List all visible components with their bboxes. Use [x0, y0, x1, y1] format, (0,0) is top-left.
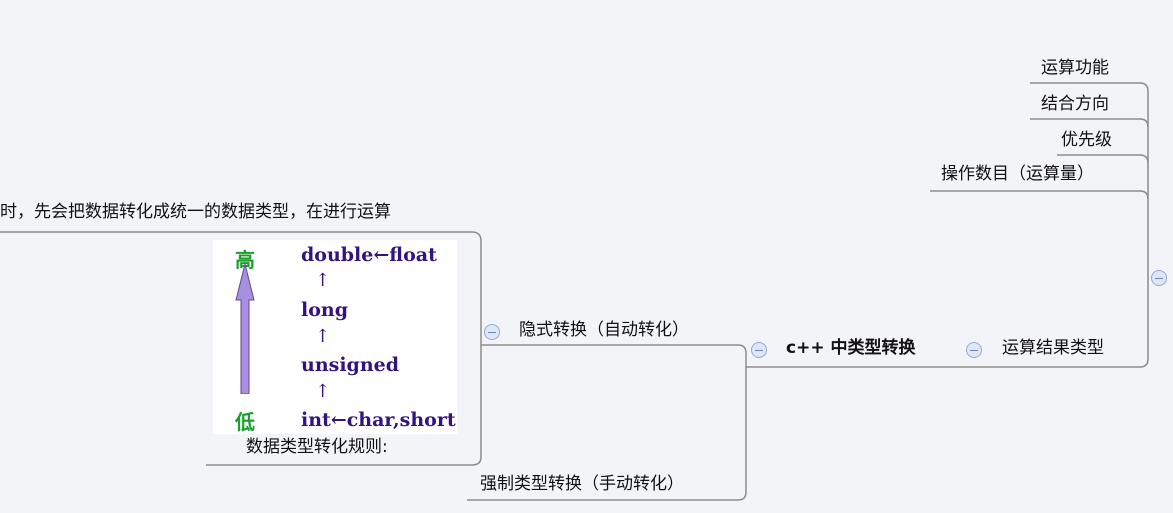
- node-implicit[interactable]: 隐式转换（自动转化）: [519, 320, 689, 340]
- node-assoc[interactable]: 结合方向: [1041, 94, 1109, 114]
- node-center[interactable]: c++ 中类型转换: [786, 338, 916, 358]
- node-result-type[interactable]: 运算结果类型: [1002, 338, 1104, 358]
- rule-line-double: double←float: [301, 244, 437, 266]
- rule-arrow-2: ↑: [315, 326, 331, 347]
- collapse-result-type-button[interactable]: [966, 342, 982, 358]
- collapse-implicit-button[interactable]: [484, 324, 500, 340]
- node-func[interactable]: 运算功能: [1041, 58, 1109, 78]
- up-arrow-icon: [235, 264, 255, 394]
- node-operands[interactable]: 操作数目（运算量）: [941, 164, 1094, 184]
- rule-arrow-3: ↑: [315, 381, 331, 402]
- rule-line-int: int←char,short: [301, 409, 456, 431]
- collapse-right-button[interactable]: [1151, 270, 1167, 286]
- type-conversion-rule-image: 高 低 double←float ↑ long ↑ unsigned ↑ int…: [213, 240, 457, 434]
- rule-line-unsigned: unsigned: [301, 354, 400, 376]
- collapse-center-button[interactable]: [751, 342, 767, 358]
- node-explicit[interactable]: 强制类型转换（手动转化）: [480, 474, 684, 494]
- implicit-note[interactable]: 时，先会把数据转化成统一的数据类型，在进行运算: [0, 202, 391, 222]
- rule-line-long: long: [301, 299, 348, 321]
- high-label: 高: [235, 248, 255, 272]
- rule-caption[interactable]: 数据类型转化规则:: [246, 437, 388, 457]
- rule-arrow-1: ↑: [315, 270, 331, 291]
- node-priority[interactable]: 优先级: [1061, 130, 1112, 150]
- low-label: 低: [235, 410, 255, 434]
